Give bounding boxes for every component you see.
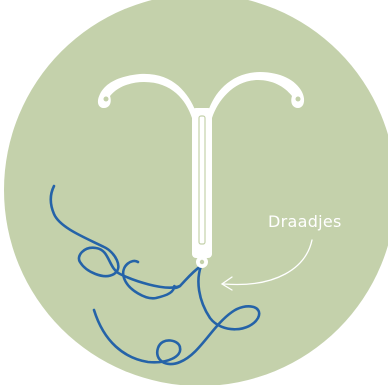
- iud-stem: [192, 108, 212, 258]
- iud-bottom-bead-hole: [200, 260, 204, 264]
- iud-right-arm-hole: [296, 97, 301, 102]
- threads-label: Draadjes: [268, 212, 342, 231]
- iud-left-arm-hole: [104, 97, 109, 102]
